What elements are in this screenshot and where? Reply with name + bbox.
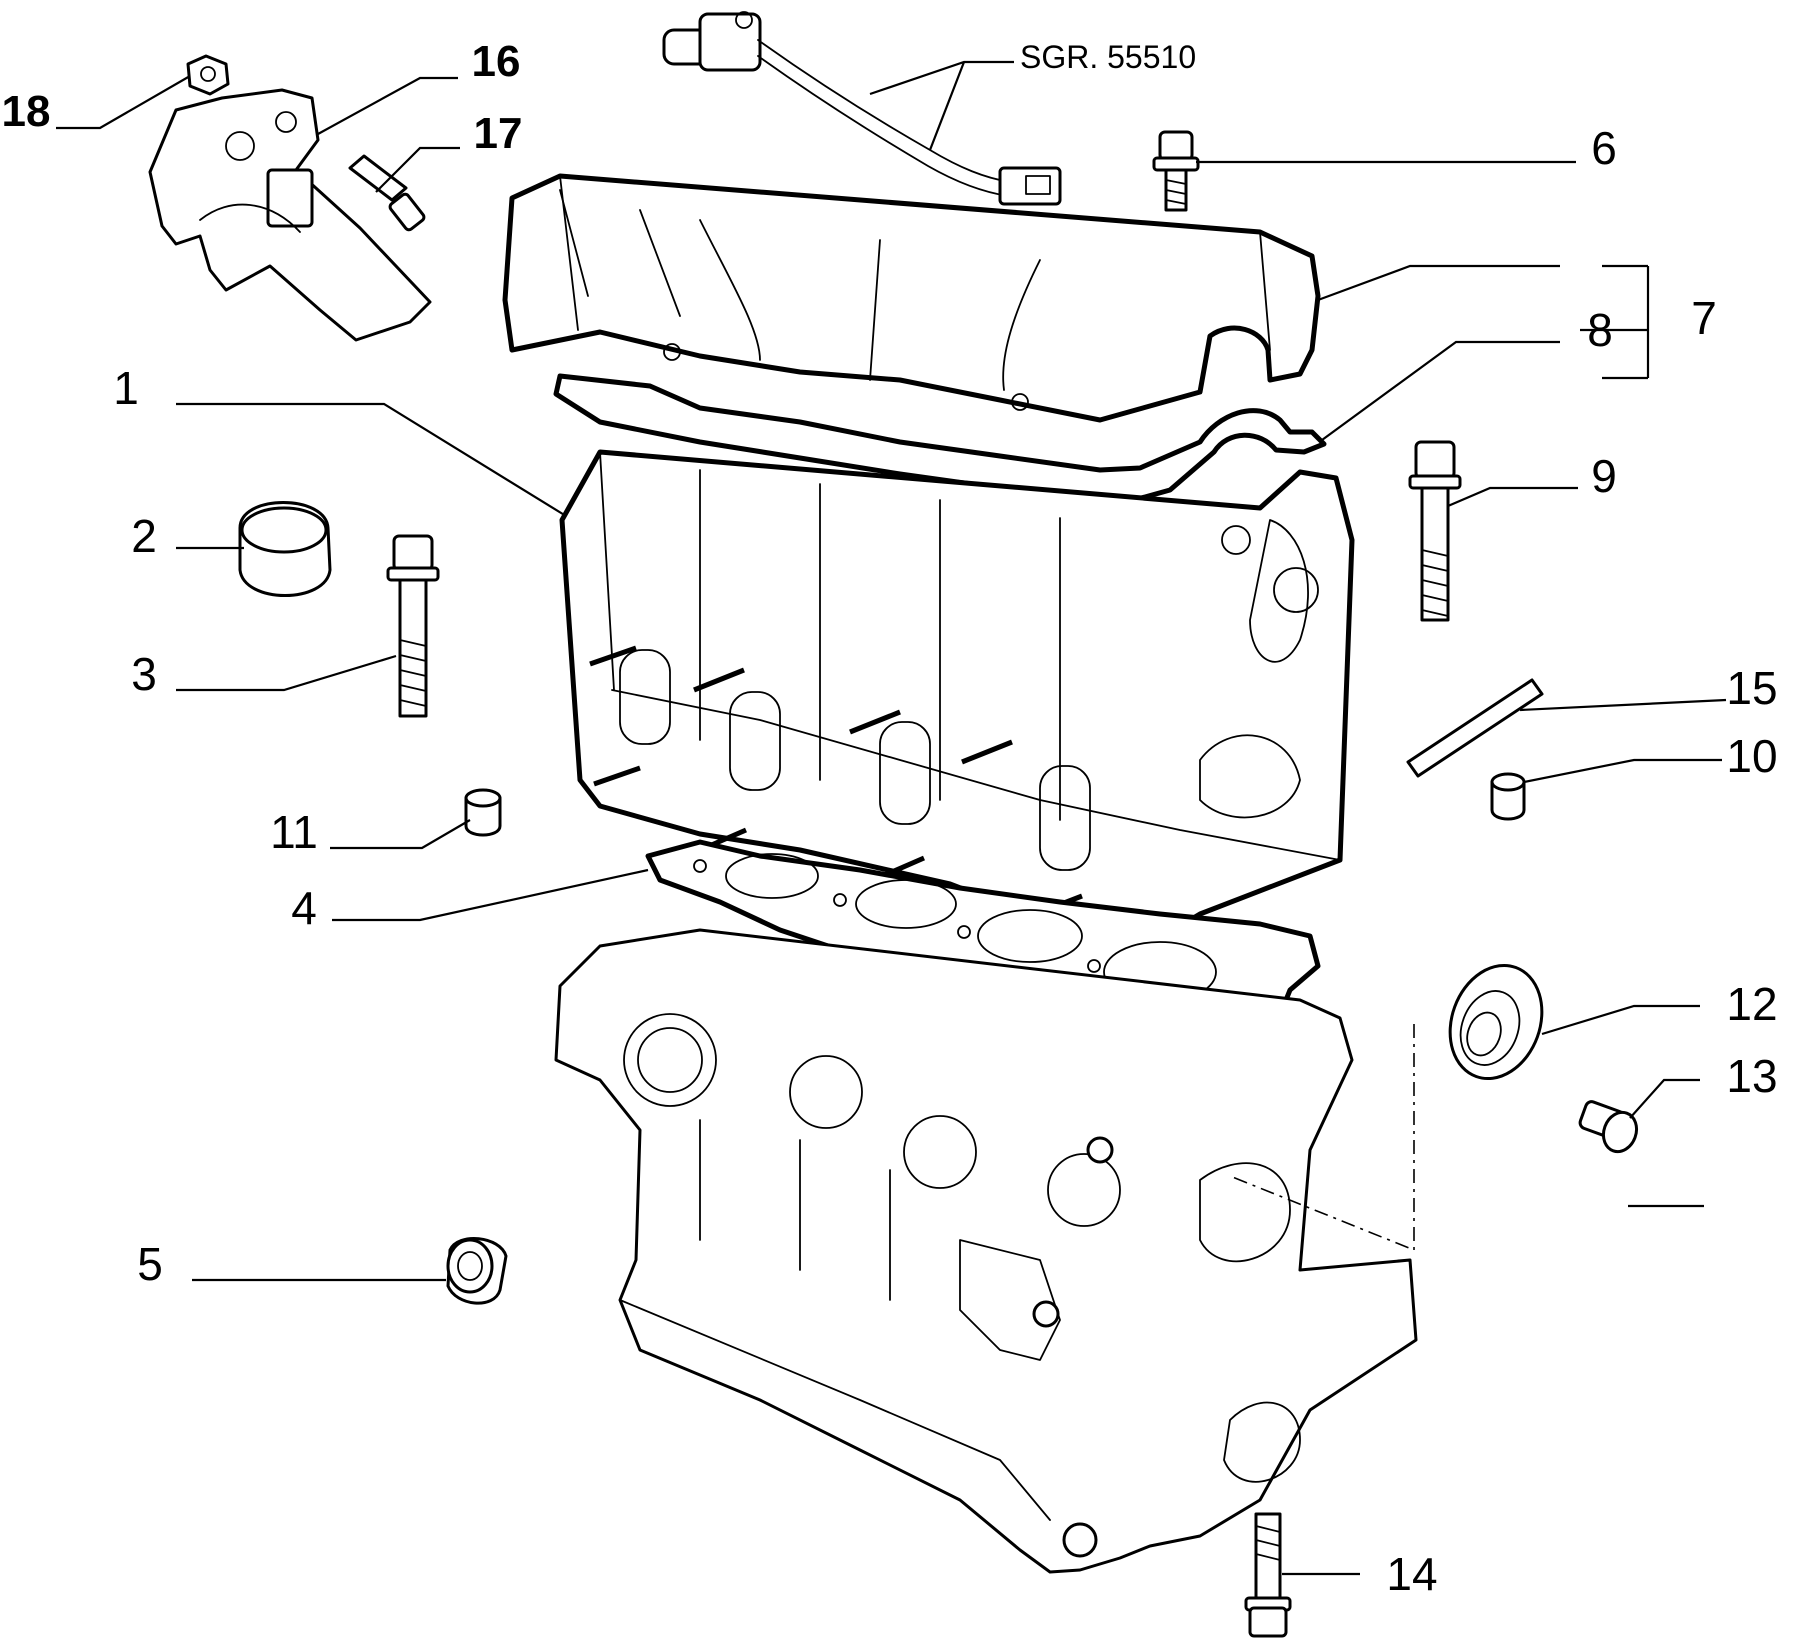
head-bolt-9-part (1408, 440, 1462, 622)
oil-seal-5-part (446, 1237, 508, 1305)
sensor-cable-part (662, 11, 1062, 206)
bolt-14-part (1244, 1512, 1292, 1638)
oil-seal-12-part (1448, 963, 1544, 1081)
bracket-part (148, 88, 432, 342)
callout-1: 1 (113, 362, 139, 414)
engine-block-part (554, 928, 1418, 1574)
callout-2: 2 (131, 510, 157, 562)
head-bolt-3-part (386, 534, 440, 718)
callout-12: 12 (1726, 978, 1777, 1030)
stud-part (1406, 678, 1544, 778)
callout-11: 11 (270, 806, 318, 858)
callout-14: 14 (1386, 1548, 1437, 1600)
callout-9: 9 (1591, 450, 1617, 502)
callout-15: 15 (1726, 662, 1777, 714)
callout-7: 7 (1691, 292, 1717, 344)
callout-18: 18 (2, 87, 51, 136)
callout-3: 3 (131, 648, 157, 700)
callout-16: 16 (472, 37, 521, 86)
plug-part (1578, 1100, 1639, 1154)
leader-lines (56, 60, 1727, 1576)
callout-17: 17 (474, 109, 523, 158)
alignment-centreline (1229, 1024, 1415, 1252)
callout-6: 6 (1591, 122, 1617, 174)
callout-13: 13 (1726, 1050, 1777, 1102)
callout-8: 8 (1587, 304, 1613, 356)
reference-code: SGR. 55510 (1020, 39, 1196, 75)
dowel-11-part (464, 788, 502, 837)
bolt-6-part (1152, 130, 1200, 212)
tappet-part (238, 501, 332, 597)
nut-part (186, 54, 230, 96)
cover-gasket-part (553, 373, 1327, 507)
callout-10: 10 (1726, 730, 1777, 782)
callout-5: 5 (137, 1238, 163, 1290)
bolt-17-part (348, 154, 426, 232)
dowel-10-part (1490, 772, 1526, 821)
valve-cover-part (502, 173, 1321, 423)
callout-4: 4 (291, 882, 317, 934)
